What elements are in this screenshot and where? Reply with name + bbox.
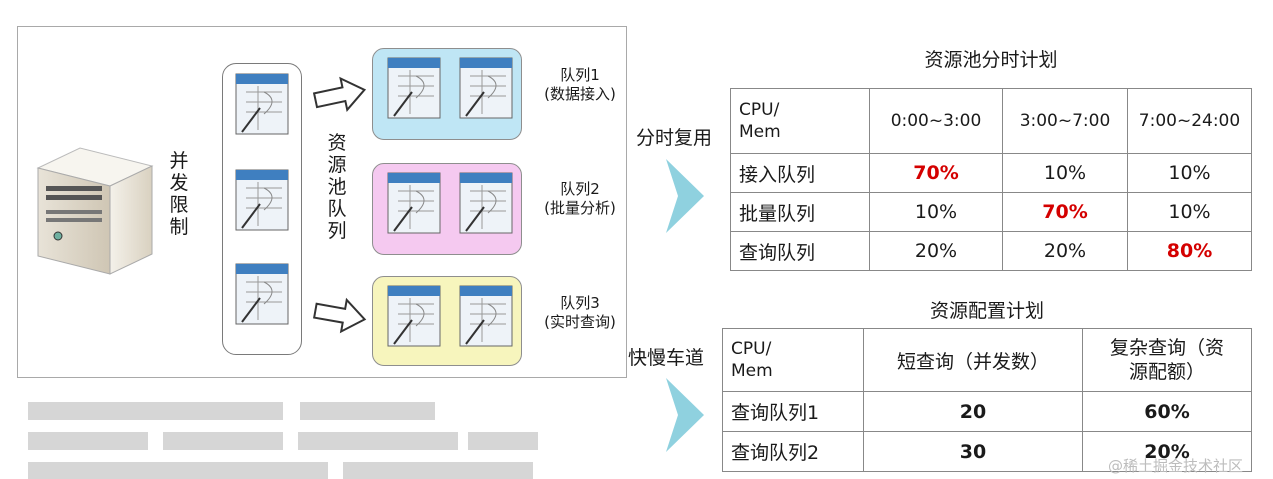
config-table: CPU/ Mem 短查询（并发数） 复杂查询（资 源配额） 查询队列1 20 6… [722, 328, 1252, 472]
table-cell: 20% [1082, 431, 1252, 472]
table-header-row: CPU/ Mem 0:00~3:00 3:00~7:00 7:00~24:00 [730, 88, 1252, 154]
table-cell: 30 [863, 431, 1083, 472]
table-row: 查询队列1 20 60% [722, 391, 1252, 432]
queue-2-label: 队列2(批量分析) [544, 180, 616, 217]
table-cell: 20 [863, 391, 1083, 432]
header-cell: 短查询（并发数） [863, 328, 1083, 392]
table-row: 批量队列 10% 70% 10% [730, 192, 1252, 232]
config-side-label: 快慢车道 [628, 347, 705, 369]
queue-3-label: 队列3(实时查询) [544, 294, 616, 331]
big-arrow-icon [666, 378, 704, 452]
table-cell: 20% [1002, 231, 1128, 271]
table-cell: 20% [869, 231, 1003, 271]
concurrency-label: 并 发 限 制 [169, 150, 189, 238]
header-cell: 0:00~3:00 [869, 88, 1003, 154]
window-doc-icon [459, 57, 513, 119]
table-cell: 10% [1002, 153, 1128, 193]
header-cell: CPU/ Mem [722, 328, 864, 392]
header-cell: 7:00~24:00 [1127, 88, 1252, 154]
timeshare-side-label: 分时复用 [636, 127, 713, 149]
window-doc-icon [387, 172, 441, 234]
window-doc-icon [459, 285, 513, 347]
big-arrow-icon [666, 159, 704, 233]
watermark: @稀土掘金技术社区 [1108, 457, 1244, 475]
row-label: 接入队列 [730, 153, 870, 193]
server-icon [36, 147, 154, 275]
window-doc-icon [459, 172, 513, 234]
resource-pool-label: 资 源 池 队 列 [327, 132, 347, 242]
window-doc-icon [387, 57, 441, 119]
table-row: 查询队列 20% 20% 80% [730, 231, 1252, 271]
timeshare-table: CPU/ Mem 0:00~3:00 3:00~7:00 7:00~24:00 … [730, 88, 1252, 271]
table-header-row: CPU/ Mem 短查询（并发数） 复杂查询（资 源配额） [722, 328, 1252, 392]
row-label: 查询队列1 [722, 391, 864, 432]
row-label: 查询队列2 [722, 431, 864, 472]
window-doc-icon [235, 73, 289, 135]
table-cell: 10% [1127, 153, 1252, 193]
table-cell: 60% [1082, 391, 1252, 432]
table-cell: 70% [869, 153, 1003, 193]
window-doc-icon [235, 169, 289, 231]
table-cell: 10% [869, 192, 1003, 232]
row-label: 查询队列 [730, 231, 870, 271]
table-cell: 10% [1127, 192, 1252, 232]
header-cell: 复杂查询（资 源配额） [1082, 328, 1252, 392]
window-doc-icon [235, 263, 289, 325]
row-label: 批量队列 [730, 192, 870, 232]
window-doc-icon [387, 285, 441, 347]
table-row: 查询队列2 30 20% [722, 431, 1252, 472]
table-cell: 70% [1002, 192, 1128, 232]
table-cell: 80% [1127, 231, 1252, 271]
blurred-caption [28, 402, 548, 479]
header-cell: 3:00~7:00 [1002, 88, 1128, 154]
arrow-right-icon [313, 297, 367, 334]
header-cell: CPU/ Mem [730, 88, 870, 154]
timeshare-title: 资源池分时计划 [924, 49, 1058, 71]
table-row: 接入队列 70% 10% 10% [730, 153, 1252, 193]
queue-1-label: 队列1(数据接入) [544, 66, 616, 103]
arrow-right-icon [312, 76, 367, 113]
config-title: 资源配置计划 [929, 300, 1044, 322]
